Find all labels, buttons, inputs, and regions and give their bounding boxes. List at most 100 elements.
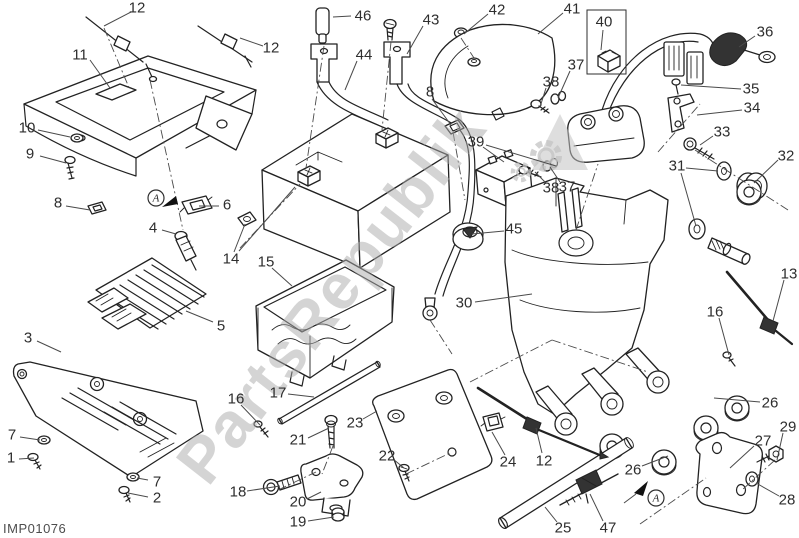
leader-line bbox=[557, 70, 571, 99]
leader-line bbox=[39, 155, 67, 164]
callout-16: 16 bbox=[707, 304, 724, 321]
callout-7: 7 bbox=[8, 427, 16, 444]
callout-20: 20 bbox=[290, 494, 307, 511]
leader-line bbox=[534, 171, 547, 184]
callout-39: 39 bbox=[468, 134, 485, 151]
leader-line bbox=[474, 293, 533, 303]
part-cable-tie-13 bbox=[725, 270, 794, 346]
part-grommet-45 bbox=[452, 222, 484, 251]
leader-line bbox=[776, 432, 784, 461]
callout-26: 26 bbox=[762, 395, 779, 412]
callout-4: 4 bbox=[149, 220, 157, 237]
part-regulator-5 bbox=[87, 257, 207, 330]
callout-32: 32 bbox=[778, 148, 795, 165]
leader-line bbox=[89, 59, 111, 89]
leader-line bbox=[544, 506, 558, 523]
leader-line bbox=[136, 477, 149, 481]
callout-37: 37 bbox=[559, 179, 576, 196]
leader-line bbox=[471, 230, 505, 235]
leader-line bbox=[753, 159, 779, 184]
callout-17: 17 bbox=[270, 385, 287, 402]
part-bracket-27 bbox=[695, 431, 763, 515]
part-plate-23 bbox=[372, 368, 493, 501]
part-fuse-40 bbox=[597, 49, 621, 73]
callout-11: 11 bbox=[72, 47, 88, 64]
callout-10: 10 bbox=[19, 120, 36, 137]
leader-line bbox=[600, 29, 604, 51]
callout-36: 36 bbox=[757, 24, 774, 41]
leader-line bbox=[185, 310, 214, 323]
part-solenoid bbox=[567, 32, 715, 163]
callout-33: 33 bbox=[714, 124, 731, 141]
callout-5: 5 bbox=[217, 318, 225, 335]
part-bolt-21 bbox=[324, 414, 338, 449]
centerlines bbox=[103, 27, 789, 525]
callout-28: 28 bbox=[779, 492, 796, 509]
leader-line bbox=[680, 172, 697, 227]
callout-12: 12 bbox=[536, 453, 553, 470]
leader-line bbox=[239, 37, 264, 47]
part-bolt-33 bbox=[683, 137, 715, 160]
part-battery-cable-boot-36 bbox=[709, 32, 776, 67]
detail-marker-arrow-icon bbox=[162, 196, 178, 207]
leader-line bbox=[431, 98, 452, 126]
part-threaded-spacer bbox=[707, 237, 751, 265]
part-holder-arms bbox=[535, 347, 670, 436]
figure-code: IMP01076 bbox=[3, 521, 66, 536]
callout-47: 47 bbox=[600, 520, 617, 537]
part-bolt-38-washers-37-upper bbox=[530, 90, 567, 114]
leader-line bbox=[18, 457, 35, 460]
part-ring-terminal bbox=[422, 297, 438, 321]
callout-13: 13 bbox=[781, 266, 798, 283]
callout-22: 22 bbox=[379, 448, 396, 465]
leader-line bbox=[713, 397, 761, 403]
callout-29: 29 bbox=[780, 419, 797, 436]
callout-31: 31 bbox=[669, 158, 686, 175]
callout-3: 3 bbox=[24, 330, 32, 347]
part-cable-tie-12-top-right bbox=[197, 25, 253, 68]
callout-40: 40 bbox=[596, 14, 613, 31]
callout-41: 41 bbox=[564, 1, 581, 18]
callout-14: 14 bbox=[223, 251, 240, 268]
leader-line bbox=[641, 455, 669, 467]
part-terminal-cap-46 bbox=[315, 7, 330, 44]
callout-18: 18 bbox=[230, 484, 247, 501]
callout-26: 26 bbox=[625, 462, 642, 479]
part-fasteners-shield bbox=[27, 133, 140, 503]
watermark-logo-triangle-icon bbox=[532, 114, 588, 170]
callout-2: 2 bbox=[153, 490, 161, 507]
callout-6: 6 bbox=[223, 197, 231, 214]
leader-line bbox=[485, 144, 557, 167]
part-clip-nut-24 bbox=[480, 412, 506, 432]
callout-42: 42 bbox=[489, 2, 506, 19]
leader-line bbox=[362, 410, 378, 420]
callout-12: 12 bbox=[263, 40, 280, 57]
part-nut-19 bbox=[331, 507, 345, 522]
part-clip-6 bbox=[179, 195, 213, 215]
leader-line bbox=[772, 279, 785, 322]
leader-lines bbox=[18, 11, 785, 523]
leader-line bbox=[65, 205, 91, 211]
callout-23: 23 bbox=[347, 415, 364, 432]
leader-line bbox=[539, 87, 547, 108]
leader-line bbox=[738, 35, 756, 48]
detail-markers: AA bbox=[147, 189, 665, 507]
leader-line bbox=[589, 493, 604, 522]
leader-line bbox=[482, 146, 505, 163]
callout-34: 34 bbox=[744, 100, 761, 117]
part-rubber-pad-14 bbox=[237, 211, 257, 227]
leader-line bbox=[37, 129, 71, 138]
part-bracket-20 bbox=[300, 453, 364, 517]
part-washers-31 bbox=[688, 161, 732, 240]
part-heat-shield-3 bbox=[12, 361, 204, 478]
part-clip-8-left bbox=[87, 201, 107, 215]
leader-line bbox=[306, 491, 322, 500]
leader-line bbox=[307, 516, 335, 522]
callout-19: 19 bbox=[290, 514, 307, 531]
leader-line bbox=[36, 340, 62, 353]
leader-line bbox=[240, 404, 261, 426]
callout-8: 8 bbox=[54, 195, 62, 212]
leader-line bbox=[685, 167, 719, 172]
